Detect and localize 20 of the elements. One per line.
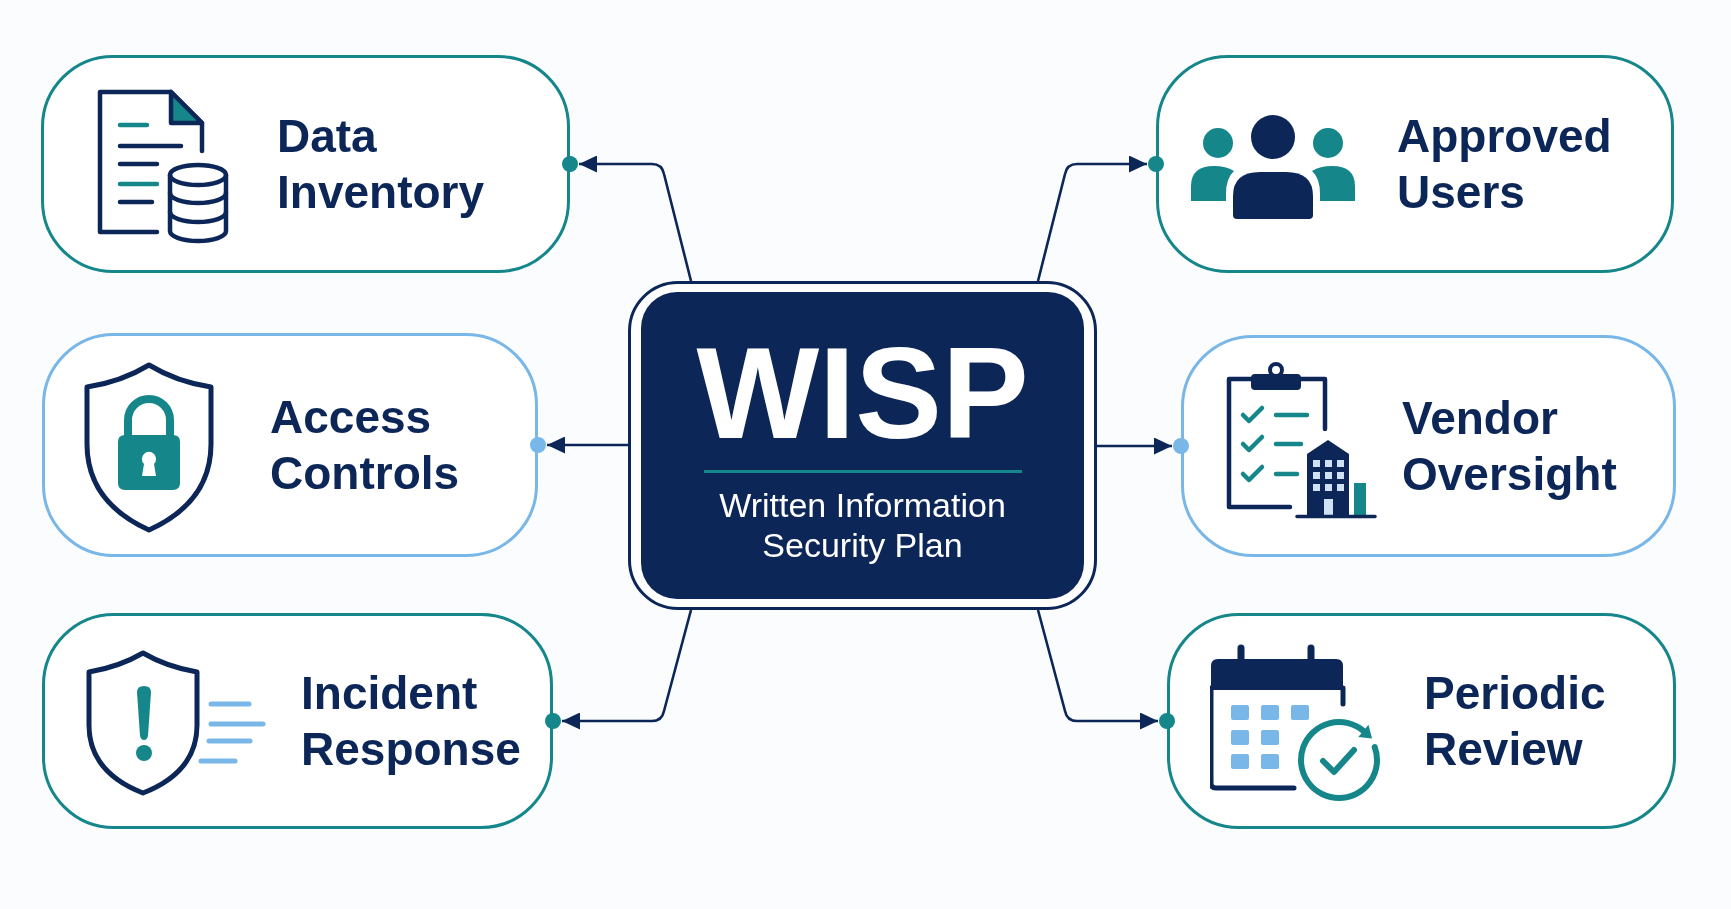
topic-label: Incident Response (301, 666, 521, 777)
topic-label: Access Controls (270, 390, 460, 501)
topic-label: Vendor Oversight (1402, 391, 1617, 502)
acronym-title: WISP (696, 328, 1029, 458)
topic-label: Periodic Review (1424, 666, 1606, 777)
topic-card (1167, 613, 1676, 829)
topic-card (42, 613, 553, 829)
arrow (1036, 609, 1158, 730)
subtitle-text: Written Information Security Plan (718, 485, 1007, 565)
topic-card (1181, 335, 1676, 557)
arrow (1097, 437, 1172, 455)
topic-label: Data Inventory (277, 109, 485, 220)
topic-card (42, 333, 538, 557)
arrow (579, 155, 693, 282)
arrow (547, 436, 628, 454)
topic-card (1156, 55, 1674, 273)
topic-label: Approved Users (1397, 109, 1612, 220)
arrow (1036, 155, 1147, 282)
arrow (562, 609, 693, 730)
topic-card (41, 55, 570, 273)
